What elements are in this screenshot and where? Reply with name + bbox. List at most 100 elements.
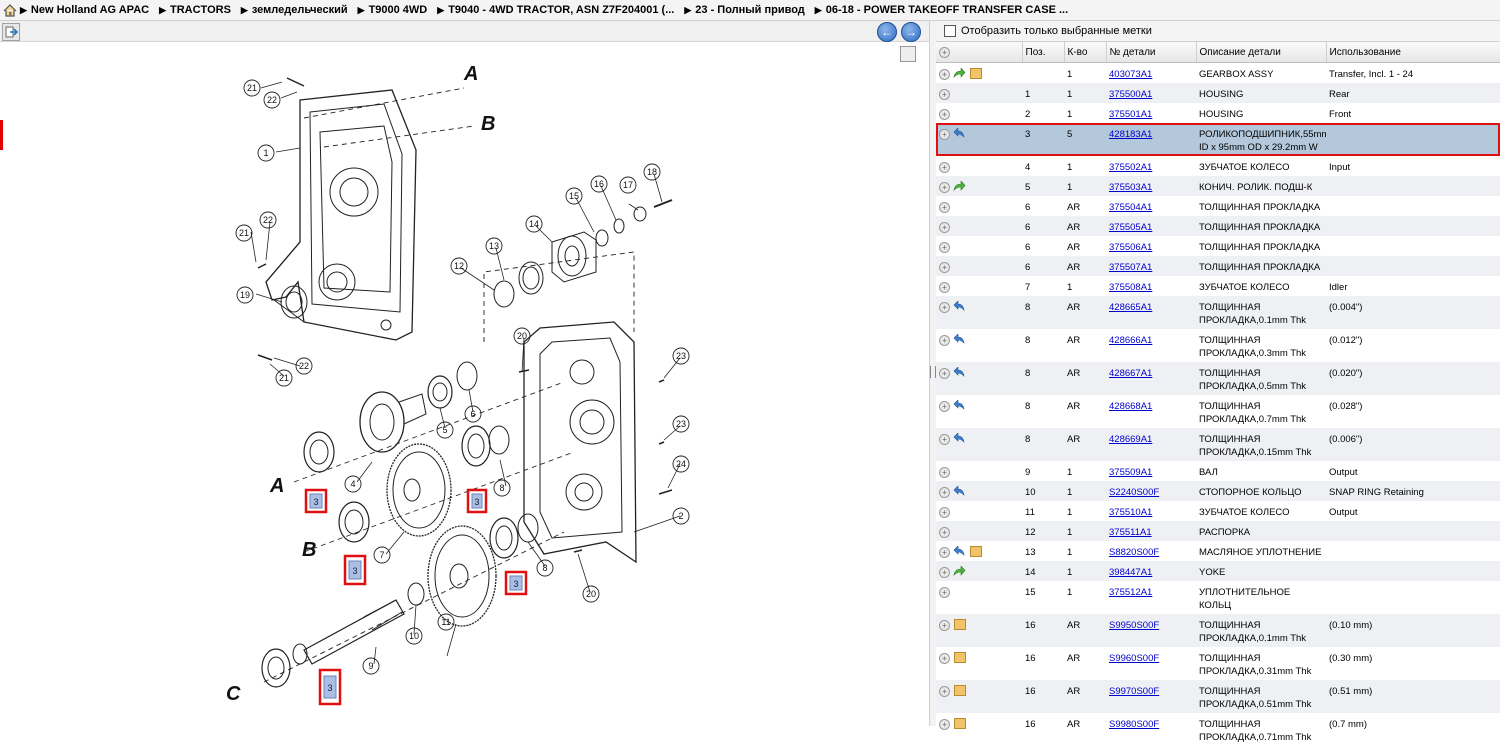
- part-number-link[interactable]: 428668A1: [1109, 401, 1153, 412]
- add-to-cart-icon[interactable]: +: [939, 162, 950, 173]
- add-to-cart-icon[interactable]: +: [939, 487, 950, 498]
- part-number-link[interactable]: 428665A1: [1109, 302, 1153, 313]
- part-number-link[interactable]: 398447A1: [1109, 567, 1153, 578]
- add-to-cart-icon[interactable]: +: [939, 467, 950, 478]
- part-number-link[interactable]: 403073A1: [1109, 69, 1153, 80]
- header-usage[interactable]: Использование: [1326, 42, 1500, 63]
- part-number-link[interactable]: 428669A1: [1109, 434, 1153, 445]
- part-number-link[interactable]: 428666A1: [1109, 335, 1153, 346]
- part-number-link[interactable]: 375510A1: [1109, 507, 1153, 518]
- breadcrumb-item[interactable]: ▶23 - Полный привод: [684, 4, 805, 16]
- part-number-link[interactable]: 375507A1: [1109, 262, 1153, 273]
- part-number-link[interactable]: 375508A1: [1109, 282, 1153, 293]
- part-number-link[interactable]: 375504A1: [1109, 202, 1153, 213]
- add-to-cart-icon[interactable]: +: [939, 335, 950, 346]
- add-to-cart-icon[interactable]: +: [939, 222, 950, 233]
- header-qty[interactable]: К-во: [1064, 42, 1107, 63]
- highlight-callout-3[interactable]: 3: [466, 488, 488, 514]
- breadcrumb-item[interactable]: ▶земледельческий: [240, 4, 348, 16]
- add-to-cart-icon[interactable]: +: [939, 109, 950, 120]
- breadcrumb-item[interactable]: ▶TRACTORS: [159, 4, 231, 16]
- part-number-link[interactable]: S9950S00F: [1109, 620, 1160, 631]
- add-to-cart-icon[interactable]: +: [939, 527, 950, 538]
- add-to-cart-icon[interactable]: +: [939, 401, 950, 412]
- add-all-icon[interactable]: +: [939, 46, 950, 58]
- part-number-link[interactable]: 375503A1: [1109, 182, 1153, 193]
- part-number-link[interactable]: S9980S00F: [1109, 719, 1160, 730]
- part-number-link[interactable]: 375502A1: [1109, 162, 1153, 173]
- header-pos[interactable]: Поз.: [1022, 42, 1065, 63]
- breadcrumb-item[interactable]: ▶T9040 - 4WD TRACTOR, ASN Z7F204001 (...: [437, 4, 675, 16]
- add-to-cart-icon[interactable]: +: [939, 202, 950, 213]
- add-to-cart-icon[interactable]: +: [939, 547, 950, 558]
- part-number-link[interactable]: S9970S00F: [1109, 686, 1160, 697]
- header-desc[interactable]: Описание детали: [1196, 42, 1327, 63]
- exit-button[interactable]: [2, 23, 20, 41]
- highlight-callout-3[interactable]: 3: [318, 668, 342, 706]
- part-number-link[interactable]: S9960S00F: [1109, 653, 1160, 664]
- part-number-link[interactable]: 428667A1: [1109, 368, 1153, 379]
- part-number-link[interactable]: S8820S00F: [1109, 547, 1160, 558]
- part-number-link[interactable]: 375500A1: [1109, 89, 1153, 100]
- add-to-cart-icon[interactable]: +: [939, 507, 950, 518]
- add-to-cart-icon[interactable]: +: [939, 434, 950, 445]
- add-to-cart-icon[interactable]: +: [939, 129, 950, 140]
- part-number-link[interactable]: 375512A1: [1109, 587, 1153, 598]
- add-to-cart-icon[interactable]: +: [939, 69, 950, 80]
- part-number-link[interactable]: 375509A1: [1109, 467, 1153, 478]
- add-to-cart-icon[interactable]: +: [939, 182, 950, 193]
- part-number-link[interactable]: 428183A1: [1109, 129, 1153, 140]
- header-add[interactable]: +: [936, 42, 1023, 63]
- header-part[interactable]: № детали: [1106, 42, 1197, 63]
- add-to-cart-icon[interactable]: +: [939, 719, 950, 730]
- home-icon[interactable]: [0, 0, 20, 20]
- part-number-link[interactable]: 375501A1: [1109, 109, 1153, 120]
- part-number-link[interactable]: 375506A1: [1109, 242, 1153, 253]
- add-to-cart-icon[interactable]: +: [939, 620, 950, 631]
- highlight-callout-3[interactable]: 3: [343, 554, 367, 586]
- add-to-cart-icon[interactable]: +: [939, 587, 950, 598]
- add-to-cart-icon[interactable]: +: [939, 686, 950, 697]
- breadcrumb-item[interactable]: ▶New Holland AG APAC: [20, 4, 150, 16]
- show-selected-checkbox[interactable]: [944, 25, 956, 37]
- breadcrumb-item[interactable]: ▶06-18 - POWER TAKEOFF TRANSFER CASE ...: [814, 4, 1069, 16]
- highlight-callout-3[interactable]: 3: [304, 488, 328, 514]
- add-to-cart-icon[interactable]: +: [939, 567, 950, 578]
- add-to-cart-icon[interactable]: +: [939, 262, 950, 273]
- splitter-grip[interactable]: [930, 366, 936, 378]
- part-number-link[interactable]: 375505A1: [1109, 222, 1153, 233]
- part-number-link[interactable]: S2240S00F: [1109, 487, 1160, 498]
- add-to-cart-icon[interactable]: +: [939, 89, 950, 100]
- forward-button[interactable]: →: [901, 22, 921, 42]
- add-to-cart-icon[interactable]: +: [939, 302, 950, 313]
- maximize-button[interactable]: [900, 46, 916, 62]
- add-to-cart-icon[interactable]: +: [939, 282, 950, 293]
- breadcrumb-item[interactable]: ▶T9000 4WD: [357, 4, 428, 16]
- highlight-callout-3[interactable]: 3: [504, 570, 528, 596]
